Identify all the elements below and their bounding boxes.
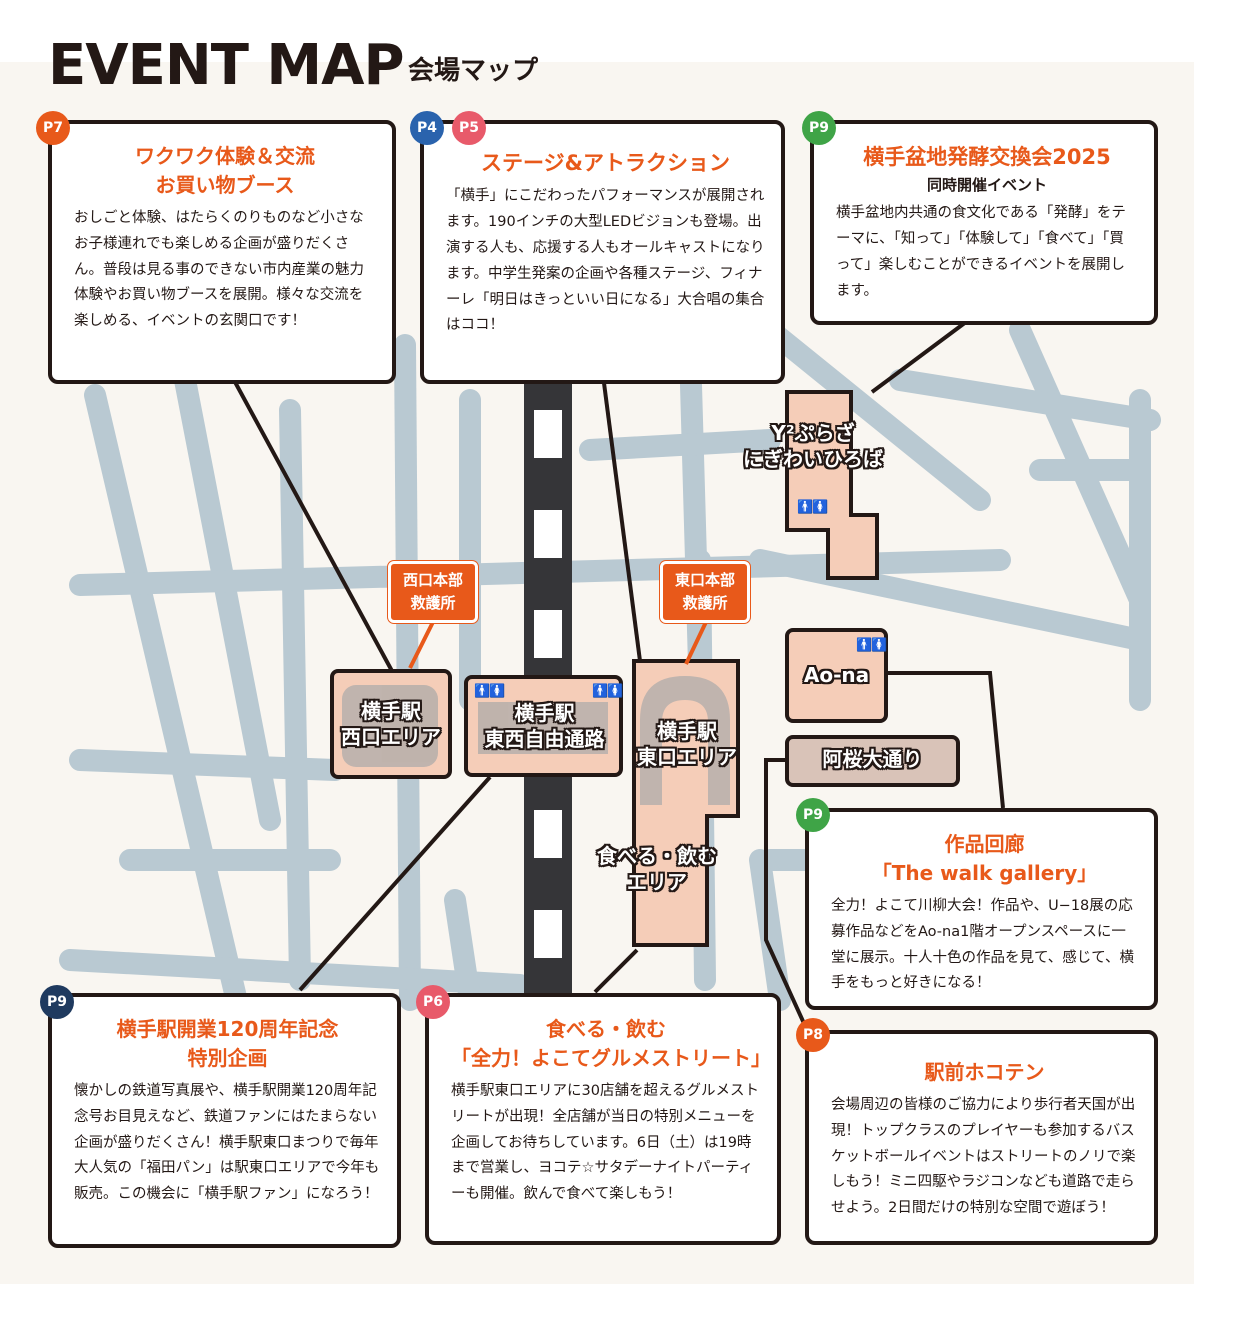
box-body: 横手駅東口エリアに30店舗を超えるグルメストリートが出現！全店舗が当日の特別メニ…: [451, 1083, 760, 1203]
info-box-p7: ワクワク体験＆交流お買い物ブース おしごと体験、はたらくのりものなど小さなお子様…: [48, 120, 396, 384]
box-title: ワクワク体験＆交流お買い物ブース: [135, 144, 315, 197]
page-badge-p9-gallery: P9: [796, 798, 830, 832]
area-label-yplaza: Y²ぷらざ にぎわいひろば: [743, 421, 883, 471]
info-box-gallery: 作品回廊「The walk gallery」 全力！よこて川柳大会！作品や、U−…: [805, 808, 1158, 1010]
area-label-east: 横手駅 東口エリア: [637, 719, 737, 769]
page-subtitle: 会場マップ: [408, 56, 539, 86]
page-badge-p4: P4: [410, 111, 444, 145]
box-body: 横手盆地内共通の食文化である「発酵」をテーマに、「知って」「体験して」「食べて」…: [836, 205, 1126, 299]
area-label-ozakura: 阿桜大通り: [822, 747, 923, 771]
box-body: 会場周辺の皆様のご協力により歩行者天国が出現！トップクラスのプレイヤーも参加する…: [831, 1097, 1136, 1217]
box-title: ステージ&アトラクション: [481, 151, 730, 175]
box-title: 横手盆地発酵交換会2025: [863, 145, 1111, 169]
area-label-aona: Ao-na: [803, 663, 870, 687]
box-title: 駅前ホコテン: [924, 1060, 1045, 1084]
aona-area: [785, 628, 888, 723]
area-label-passage: 横手駅 東西自由通路: [484, 701, 605, 751]
aid-station-east: 東口本部 救護所: [660, 561, 750, 623]
box-title: 作品回廊「The walk gallery」: [871, 832, 1098, 885]
area-label-west: 横手駅 西口エリア: [341, 699, 441, 749]
box-body: 懐かしの鉄道写真展や、横手駅開業120周年記念号お目見えなど、鉄道ファンにはたま…: [74, 1083, 380, 1203]
box-title: 横手駅開業120周年記念特別企画: [116, 1017, 339, 1070]
aid-station-west: 西口本部 救護所: [388, 561, 478, 623]
area-label-food: 食べる・飲む エリア: [597, 844, 717, 894]
toilet-icon: 🚹🚺: [474, 684, 505, 699]
toilet-icon: 🚹🚺: [797, 500, 828, 515]
page-badge-p7: P7: [36, 111, 70, 145]
box-subtitle: 同時開催イベント: [926, 176, 1047, 195]
box-title: 食べる・飲む「全力！よこてグルメストリート」: [451, 1017, 771, 1070]
info-box-hokoten: 駅前ホコテン 会場周辺の皆様のご協力により歩行者天国が出現！トップクラスのプレイ…: [805, 1030, 1158, 1245]
toilet-icon: 🚹🚺: [856, 638, 887, 653]
toilet-icon: 🚹🚺: [592, 684, 623, 699]
box-body: 全力！よこて川柳大会！作品や、U−18展の応募作品などをAo-na1階オープンス…: [831, 898, 1135, 992]
page-badge-p5: P5: [452, 111, 486, 145]
yplaza-area: [785, 390, 879, 580]
info-box-stage: ステージ&アトラクション 「横手」にこだわったパフォーマンスが展開されます。19…: [420, 120, 785, 384]
page-badge-p8: P8: [796, 1018, 830, 1052]
info-box-anniversary: 横手駅開業120周年記念特別企画 懐かしの鉄道写真展や、横手駅開業120周年記念…: [48, 993, 401, 1248]
page-title: EVENT MAP: [48, 33, 405, 98]
page-badge-p9-top: P9: [802, 111, 836, 145]
info-box-gourmet: 食べる・飲む「全力！よこてグルメストリート」 横手駅東口エリアに30店舗を超える…: [425, 993, 781, 1245]
box-body: おしごと体験、はたらくのりものなど小さなお子様連れでも楽しめる企画が盛りだくさん…: [74, 210, 364, 330]
info-box-fermentation: 横手盆地発酵交換会2025 同時開催イベント 横手盆地内共通の食文化である「発酵…: [810, 120, 1158, 325]
box-body: 「横手」にこだわったパフォーマンスが展開されます。190インチの大型LEDビジョ…: [446, 188, 765, 334]
page-badge-p9-anniversary: P9: [40, 985, 74, 1019]
page-badge-p6: P6: [416, 985, 450, 1019]
